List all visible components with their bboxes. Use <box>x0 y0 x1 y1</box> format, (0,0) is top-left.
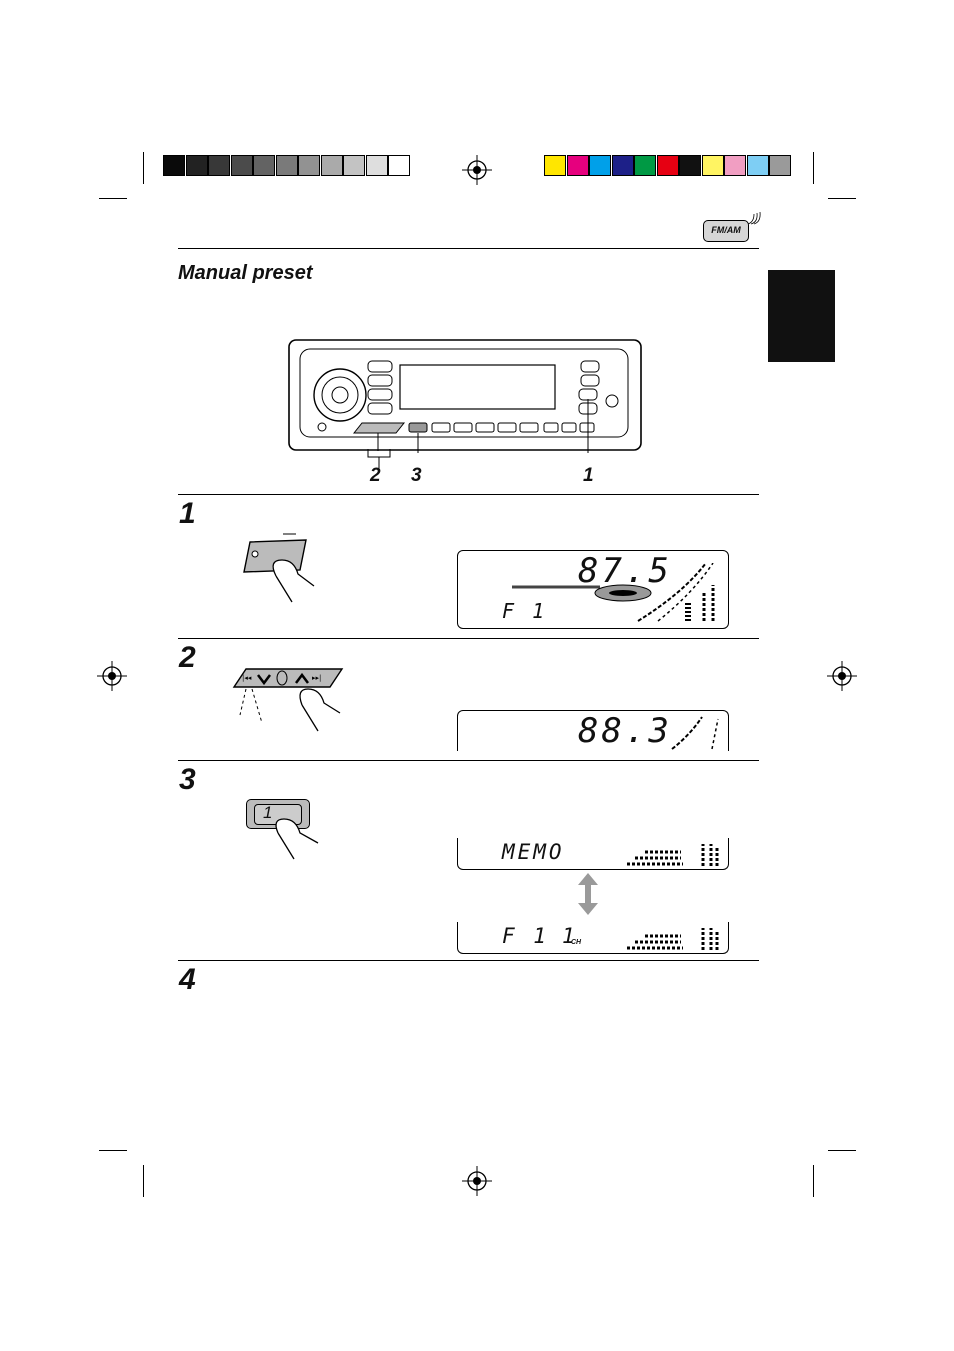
calibration-swatch <box>230 155 253 176</box>
calibration-swatch <box>746 155 769 176</box>
calibration-swatch <box>275 155 298 176</box>
calibration-swatch <box>679 155 701 176</box>
lcd-display-step1: 87.5 F 1 <box>457 550 729 629</box>
calibration-swatch <box>769 155 791 176</box>
svg-text:▸▸|: ▸▸| <box>312 674 321 682</box>
tune-buttons-illustration: |◂◂ ▸▸| <box>232 668 344 732</box>
memo-readout: MEMO <box>502 840 565 864</box>
calibration-swatch <box>566 155 589 176</box>
lcd-display-preset: F 1 1 CH <box>457 922 729 954</box>
step-number: 1 <box>179 497 196 530</box>
step-number: 3 <box>179 763 196 796</box>
lcd-display-step2: 88.3 <box>457 710 729 751</box>
calibration-swatch <box>163 155 185 176</box>
calibration-swatch <box>724 155 746 176</box>
lcd-display-memo: MEMO <box>457 838 729 870</box>
calibration-swatch <box>320 155 343 176</box>
signal-waves-icon <box>747 212 761 225</box>
preset-button-label: 1 <box>263 803 273 822</box>
band-readout: F 1 <box>502 924 549 948</box>
calibration-swatch <box>611 155 634 176</box>
step-divider <box>178 638 759 639</box>
frequency-readout: 88.3 <box>578 711 672 751</box>
channel-readout: 1 <box>562 924 578 948</box>
level-meter-icon <box>671 716 719 750</box>
callout-2: 2 <box>370 465 381 486</box>
calibration-swatch <box>656 155 679 176</box>
calibration-swatch <box>634 155 656 176</box>
level-meter-icon <box>627 844 719 866</box>
head-unit-illustration <box>288 339 642 453</box>
channel-unit: CH <box>571 939 582 946</box>
band-readout: F 1 <box>502 599 548 623</box>
section-title: Manual preset <box>178 262 313 284</box>
level-meter-icon <box>627 928 719 950</box>
svg-text:|◂◂: |◂◂ <box>242 674 252 682</box>
calibration-swatch <box>208 155 230 176</box>
step-divider <box>178 760 759 761</box>
level-meter-icon <box>512 563 715 622</box>
finger-icon <box>275 818 319 860</box>
frequency-readout: 87.5 <box>578 551 672 591</box>
alternate-arrow-icon <box>578 873 598 915</box>
header-rule <box>178 248 759 249</box>
callout-bracket <box>367 449 391 469</box>
fm-am-badge: FM/AM <box>703 220 749 242</box>
calibration-swatch <box>365 155 388 176</box>
language-tab <box>768 270 835 362</box>
calibration-swatch <box>253 155 275 176</box>
calibration-swatch <box>343 155 365 176</box>
calibration-swatch <box>544 155 566 176</box>
crosshair-icon <box>462 155 492 185</box>
crosshair-icon <box>827 661 857 691</box>
step-divider <box>178 960 759 961</box>
calibration-swatch <box>388 155 410 176</box>
calibration-swatch <box>298 155 320 176</box>
callout-1: 1 <box>583 465 594 486</box>
press-button-illustration <box>243 533 315 603</box>
calibration-swatch <box>589 155 611 176</box>
crosshair-icon <box>97 661 127 691</box>
callout-3: 3 <box>411 465 422 486</box>
crosshair-icon <box>462 1166 492 1196</box>
preset-button-illustration: 1 <box>246 799 310 829</box>
calibration-swatch <box>185 155 208 176</box>
fm-am-badge-label: FM/AM <box>711 225 741 235</box>
calibration-swatch <box>701 155 724 176</box>
step-number: 4 <box>179 963 196 996</box>
step-number: 2 <box>179 641 196 674</box>
step-divider <box>178 494 759 495</box>
